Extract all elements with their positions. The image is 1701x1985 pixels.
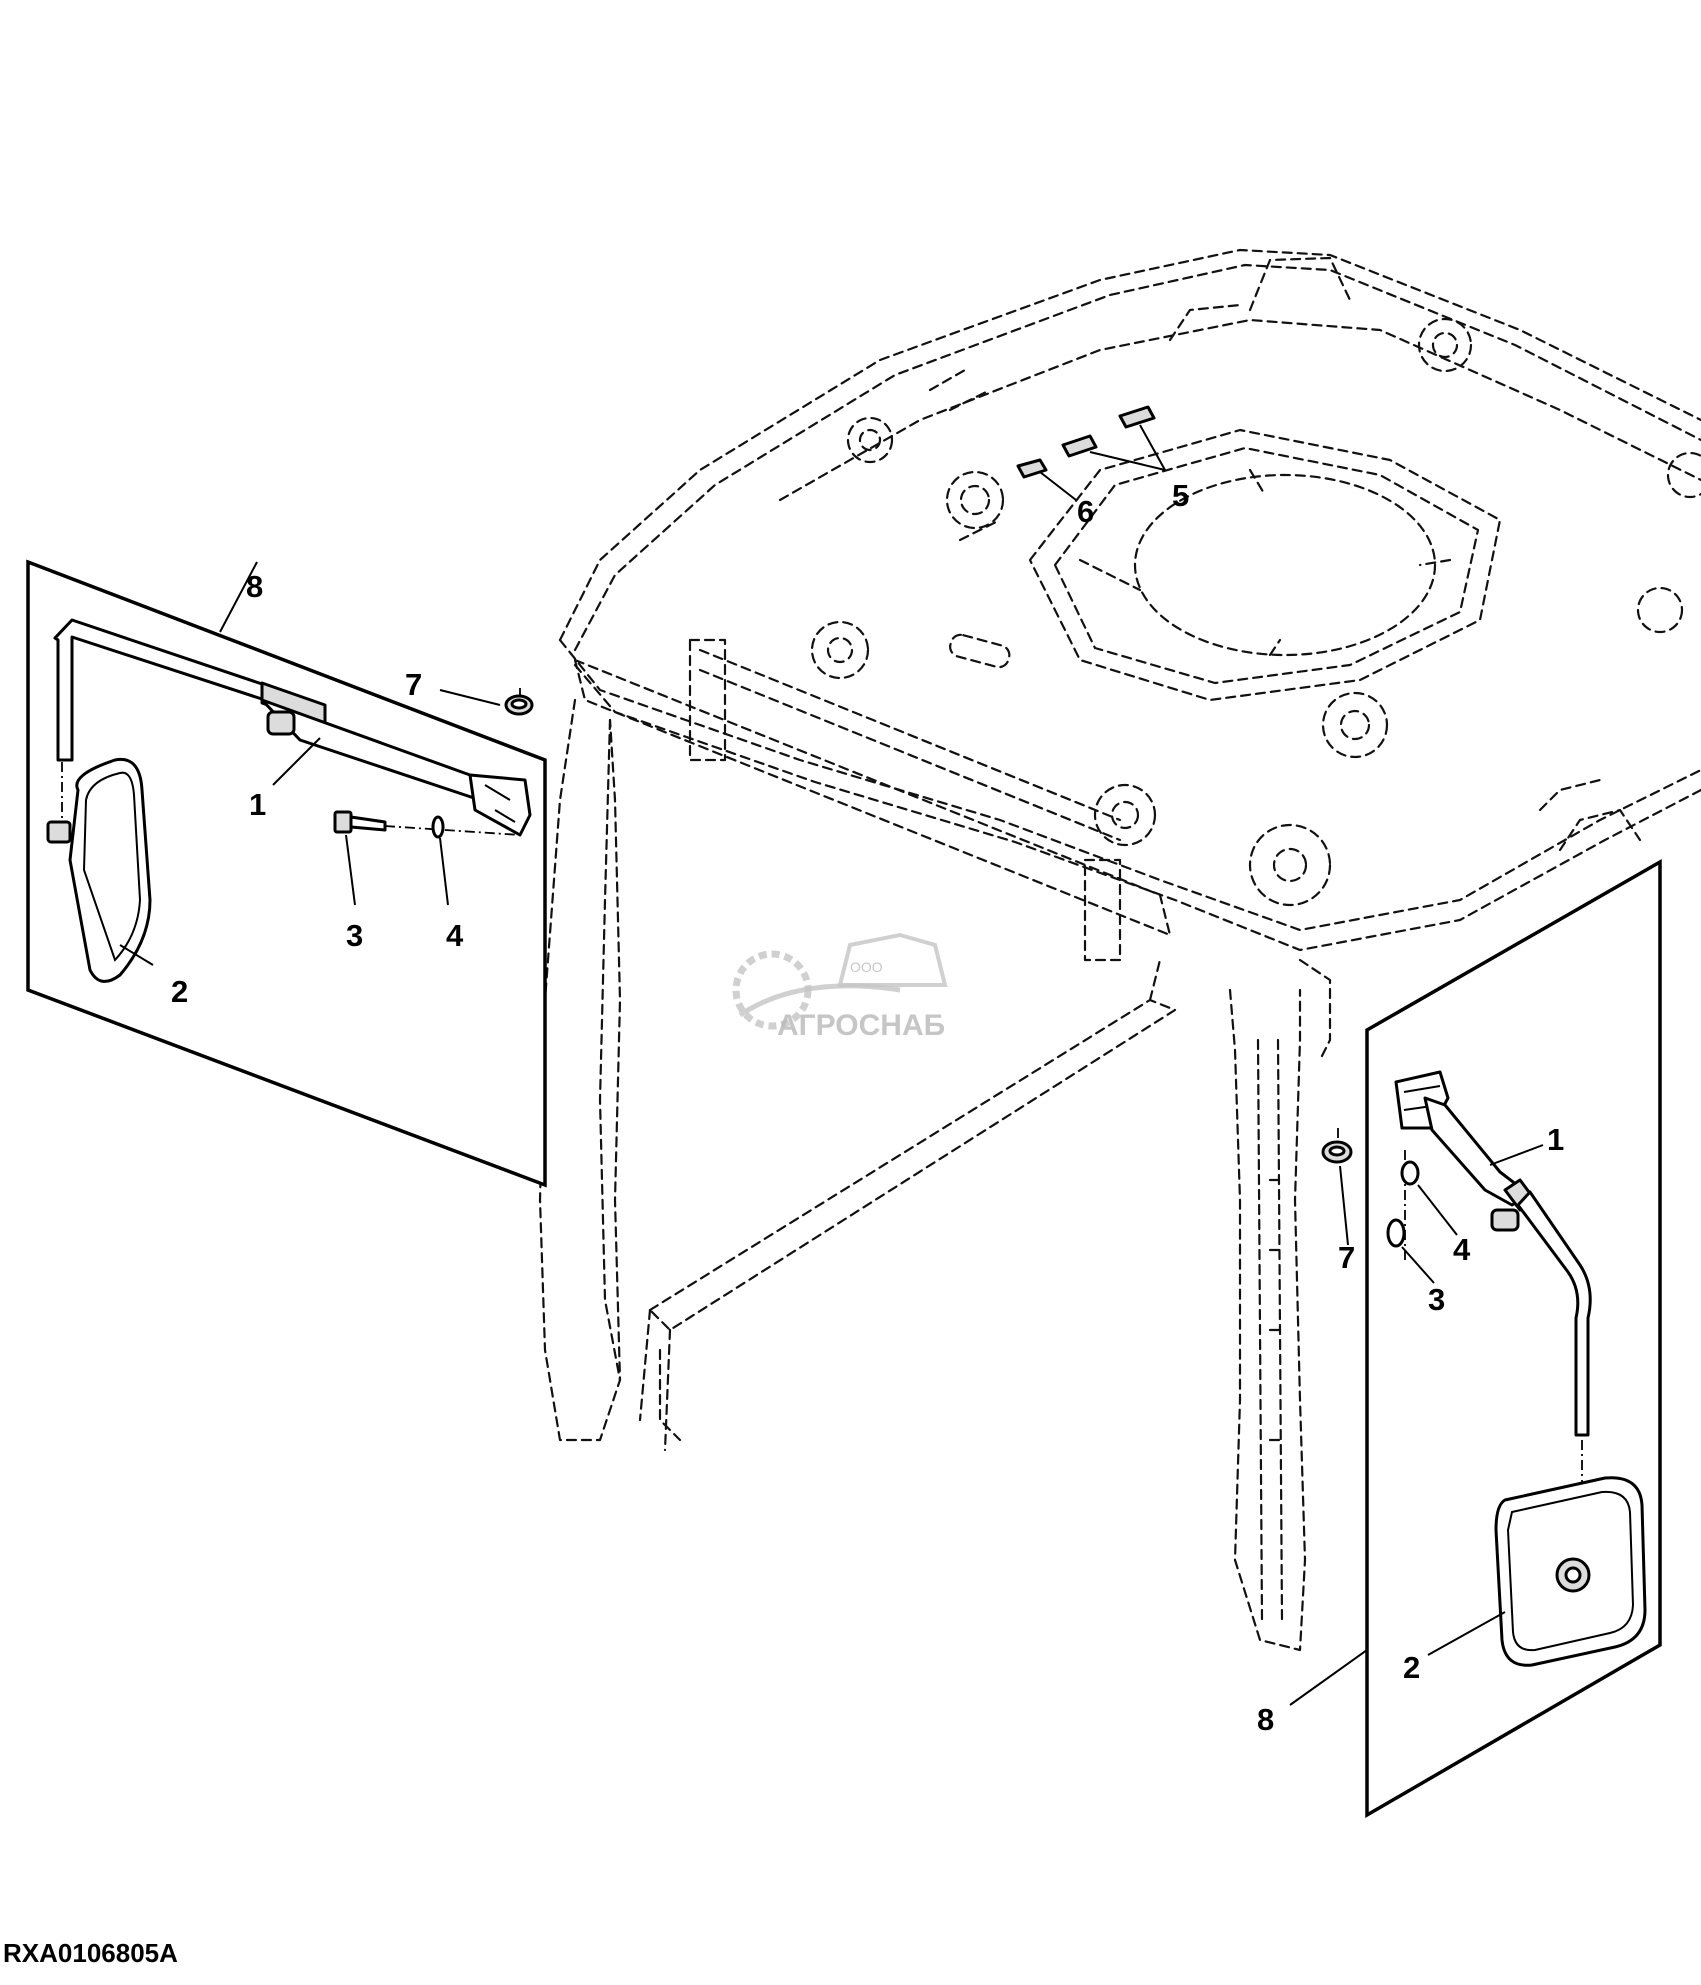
plug-6: [1016, 458, 1048, 479]
right-callout-bolt: 3: [1428, 1282, 1445, 1317]
roof-plugs: 6 5: [1016, 405, 1189, 529]
watermark-logo: ООО АГРОСНАБ: [732, 932, 948, 1042]
watermark-company-name: АГРОСНАБ: [777, 1009, 945, 1042]
right-bolt: [1386, 1218, 1406, 1248]
left-callout-arm: 1: [249, 787, 266, 822]
left-arm-rod: [53, 618, 267, 762]
left-detail-panel: 8 7 1 3 4 2: [26, 559, 547, 1188]
right-mirror-head: [1494, 1476, 1647, 1667]
left-callout-kit: 8: [246, 569, 263, 604]
right-callout-kit: 8: [1257, 1702, 1274, 1737]
right-nut: [1321, 1128, 1353, 1164]
right-callout-mirror: 2: [1403, 1650, 1420, 1685]
right-adjust-knob: [1490, 1208, 1520, 1232]
right-washer: [1400, 1160, 1420, 1186]
left-bracket: [468, 773, 532, 837]
right-callout-arm: 1: [1547, 1122, 1564, 1157]
roof-boss: [810, 317, 1701, 907]
left-callout-washer: 4: [446, 918, 464, 953]
left-nut: [504, 688, 534, 716]
cab-outline: [538, 248, 1701, 1652]
right-detail-panel: 1 4 3 7 2 8: [1257, 858, 1662, 1819]
left-adjust-knob: [266, 710, 296, 736]
left-washer: [431, 815, 445, 839]
plug-5b: [1118, 405, 1156, 429]
left-mirror-head: [46, 757, 152, 983]
left-callout-bolt: 3: [346, 918, 363, 953]
plug-5a: [1061, 434, 1098, 458]
left-callout-nut: 7: [405, 667, 422, 702]
left-bolt: [333, 810, 387, 834]
top-callout-plug-6: 6: [1077, 494, 1094, 529]
right-arm-rod: [1516, 1190, 1592, 1437]
right-callout-nut: 7: [1338, 1240, 1355, 1275]
figure-id: RXA0106805A: [3, 1938, 178, 1968]
right-callout-washer: 4: [1453, 1232, 1471, 1267]
watermark-company-form: ООО: [850, 959, 883, 975]
top-callout-plug-5: 5: [1172, 478, 1189, 513]
left-callout-mirror: 2: [171, 974, 188, 1009]
